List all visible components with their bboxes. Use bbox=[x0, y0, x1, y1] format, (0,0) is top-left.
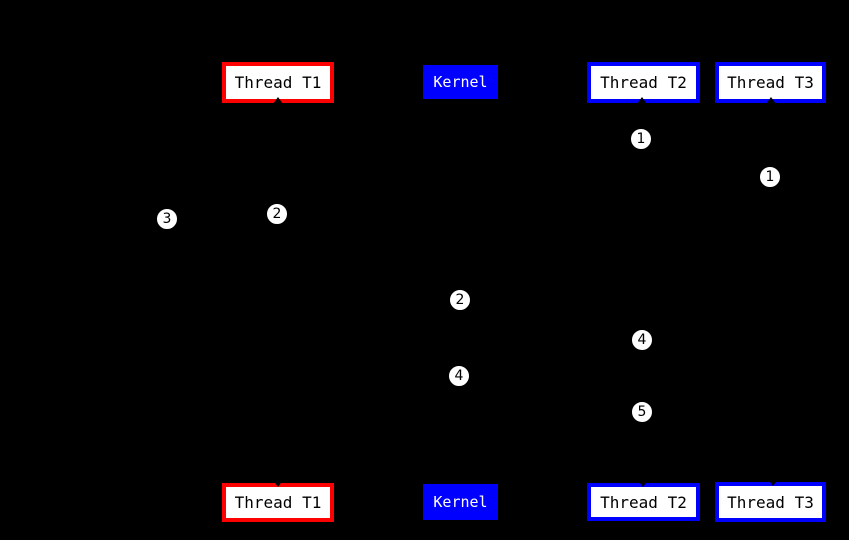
kernel-box-top: Kernel bbox=[423, 65, 498, 99]
step-marker-3: 3 bbox=[156, 208, 178, 230]
step-marker-4-thread-t2: 4 bbox=[631, 329, 653, 351]
lifeline-tick-icon bbox=[766, 97, 776, 104]
step-marker-5-thread-t2: 5 bbox=[631, 401, 653, 423]
lifeline-tick-icon bbox=[273, 97, 283, 104]
step-marker-4-kernel: 4 bbox=[448, 365, 470, 387]
lifeline-tick-icon bbox=[638, 480, 648, 487]
lifeline-tick-icon bbox=[637, 97, 647, 104]
step-marker-2-kernel: 2 bbox=[449, 289, 471, 311]
kernel-box-bottom: Kernel bbox=[423, 484, 498, 520]
thread-t1-box-bottom: Thread T1 bbox=[222, 483, 334, 522]
step-marker-1-thread-t2: 1 bbox=[630, 128, 652, 150]
step-marker-2-thread-t1: 2 bbox=[266, 203, 288, 225]
thread-t3-box-bottom: Thread T3 bbox=[715, 482, 826, 522]
step-marker-1-thread-t3: 1 bbox=[759, 166, 781, 188]
thread-t2-box-bottom: Thread T2 bbox=[587, 483, 700, 521]
lifeline-tick-icon bbox=[273, 480, 283, 487]
lifeline-tick-icon bbox=[768, 479, 778, 486]
thread-t3-box-top: Thread T3 bbox=[715, 62, 826, 103]
